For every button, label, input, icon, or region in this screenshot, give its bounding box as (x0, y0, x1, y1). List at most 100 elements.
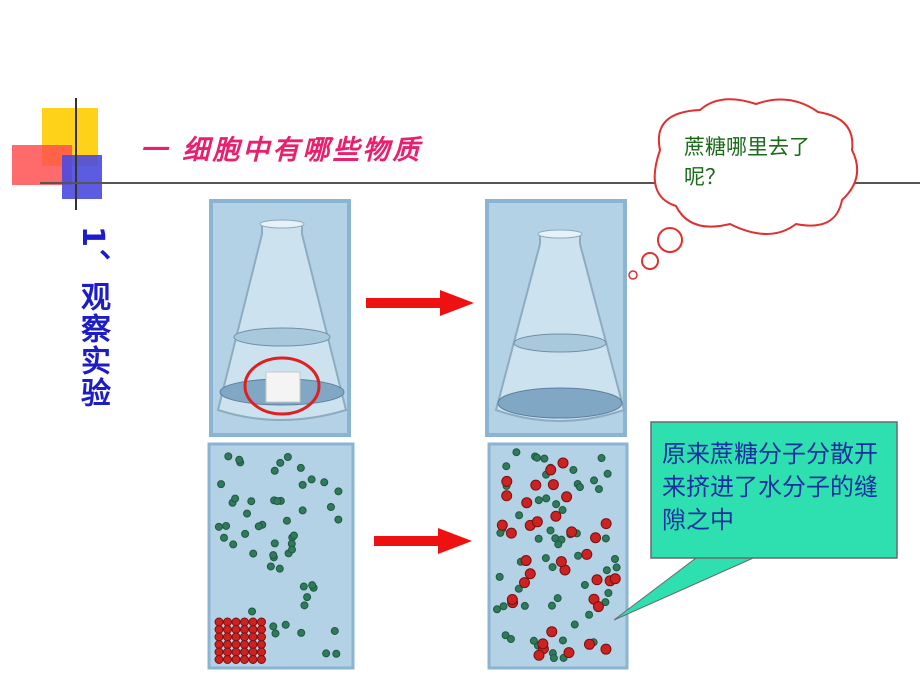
sugar-molecule (561, 491, 573, 503)
water-molecule (515, 511, 524, 520)
sugar-molecule (231, 655, 241, 664)
sugar-molecule (520, 555, 532, 567)
sugar-molecule (550, 510, 562, 522)
sugar-molecule (240, 632, 249, 642)
water-molecule (241, 529, 250, 538)
slide-title: 一 细胞中有哪些物质 (140, 135, 423, 166)
water-molecule (299, 582, 308, 591)
flask-before-panel (209, 199, 351, 437)
water-molecule (594, 485, 603, 494)
water-molecule (546, 526, 555, 535)
sugar-molecule (248, 625, 258, 634)
water-molecule (320, 478, 329, 487)
sugar-molecule (524, 568, 536, 580)
water-molecule (330, 626, 339, 635)
water-molecule (270, 539, 279, 548)
sugar-molecule (257, 647, 266, 657)
water-molecule (298, 480, 307, 489)
sugar-molecule (257, 625, 266, 634)
water-molecule (224, 452, 233, 461)
sugar-molecule (214, 632, 224, 642)
water-molecule (217, 480, 226, 489)
sugar-molecule (583, 638, 595, 650)
sugar-molecule (555, 556, 567, 568)
water-molecule (269, 551, 278, 560)
water-molecule (499, 602, 508, 611)
sugar-molecule (506, 593, 518, 605)
sugar-molecule (581, 548, 593, 560)
sugar-molecule (600, 643, 612, 655)
water-molecule (553, 594, 562, 603)
water-molecule (501, 631, 510, 640)
callout-box (613, 421, 898, 621)
water-molecule (529, 636, 538, 645)
water-molecule (332, 649, 341, 658)
sugar-molecule (214, 625, 224, 634)
flask-after-panel (485, 199, 627, 437)
sugar-molecule (591, 574, 603, 586)
water-molecule (270, 466, 279, 475)
water-molecule (271, 629, 280, 638)
water-molecule (249, 549, 258, 558)
water-molecule (248, 607, 257, 616)
water-molecule (300, 601, 309, 610)
sugar-molecule (248, 632, 258, 642)
sugar-molecule (546, 626, 558, 638)
water-molecule (569, 465, 578, 474)
decorative-corner (12, 98, 920, 210)
water-molecule (275, 564, 284, 573)
water-molecule (597, 454, 606, 463)
water-molecule (334, 487, 343, 496)
water-molecule (540, 454, 549, 463)
water-molecule (289, 531, 298, 540)
sugar-molecule (248, 655, 258, 664)
water-molecule (493, 605, 502, 614)
sugar-molecule (501, 475, 513, 487)
water-molecule (520, 601, 529, 610)
mixed-molecules-after (493, 448, 621, 663)
water-molecule (298, 506, 307, 515)
water-molecule (558, 506, 567, 515)
water-molecule (610, 555, 619, 564)
water-molecule (229, 540, 238, 549)
water-molecule (548, 563, 557, 572)
water-molecule (603, 469, 612, 478)
sugar-molecule (257, 640, 266, 649)
sugar-molecule (214, 647, 224, 657)
water-molecule (506, 634, 515, 643)
water-molecule (575, 483, 584, 492)
water-molecule (547, 601, 556, 610)
water-molecule (612, 563, 621, 572)
water-molecule (601, 598, 610, 607)
water-molecule (281, 620, 290, 629)
water-molecule (534, 534, 543, 543)
water-molecule (512, 448, 521, 457)
sugar-molecule (563, 647, 575, 659)
sugar-molecule (557, 457, 569, 469)
sugar-molecule (231, 640, 241, 649)
sugar-molecule (223, 632, 232, 642)
water-molecule (558, 636, 567, 645)
water-molecule (254, 522, 263, 531)
sugar-molecule (547, 479, 559, 491)
water-molecule (297, 628, 306, 637)
water-molecule (231, 494, 240, 503)
water-molecule (580, 580, 589, 589)
water-molecule (307, 475, 316, 484)
sugar-molecule (248, 617, 258, 627)
water-molecule (266, 562, 275, 571)
water-molecule (276, 458, 285, 467)
water-molecule (334, 515, 343, 524)
water-molecule (303, 593, 312, 602)
sugar-molecule (231, 625, 241, 634)
sugar-molecule (519, 577, 531, 589)
water-molecule (585, 610, 594, 619)
callout-text: 原来蔗糖分子分散开来挤进了水分子的缝隙之中 (662, 440, 878, 534)
water-molecule (590, 476, 599, 485)
water-molecule (532, 453, 541, 462)
water-molecule (601, 534, 610, 543)
water-molecule (235, 455, 244, 464)
thought-bubble (628, 98, 859, 280)
arrow-bottom (374, 528, 472, 554)
sugar-molecule (231, 632, 241, 642)
